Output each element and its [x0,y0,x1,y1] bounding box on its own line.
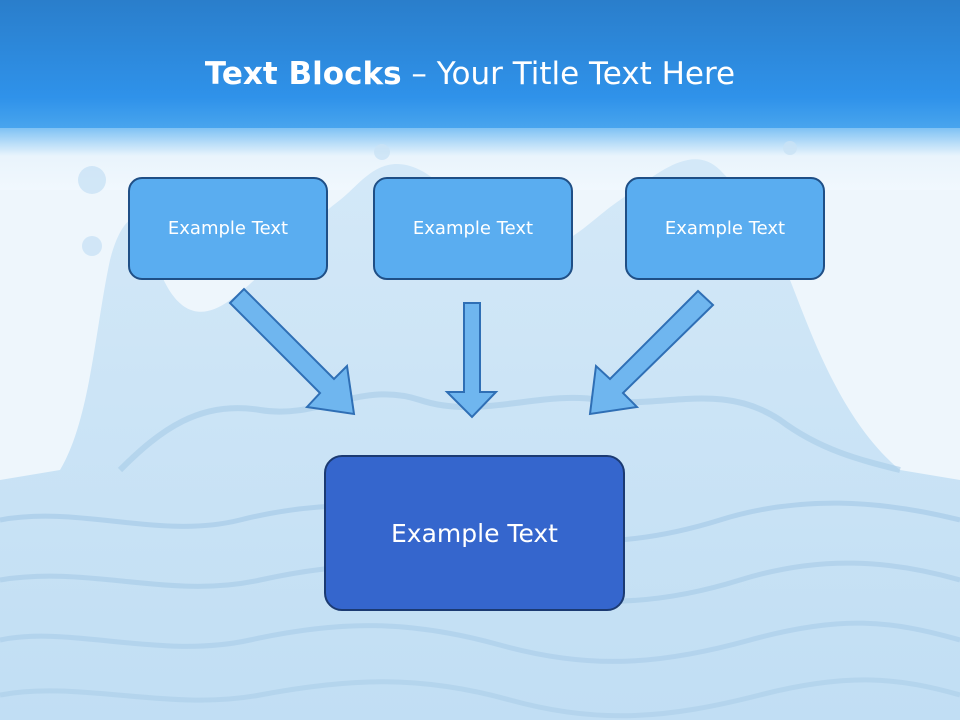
title-rest: – Your Title Text Here [401,56,736,92]
text-block-3[interactable]: Example Text [625,177,825,280]
target-text-block-label: Example Text [391,518,558,548]
text-block-1-label: Example Text [167,218,289,239]
target-text-block[interactable]: Example Text [324,455,625,611]
title-bold: Text Blocks [204,56,402,92]
text-block-3-label: Example Text [664,218,786,239]
text-block-2-label: Example Text [412,218,534,239]
slide-title: Text Blocks – Your Title Text Here [0,52,940,96]
text-block-2[interactable]: Example Text [373,177,573,280]
text-block-1[interactable]: Example Text [128,177,328,280]
